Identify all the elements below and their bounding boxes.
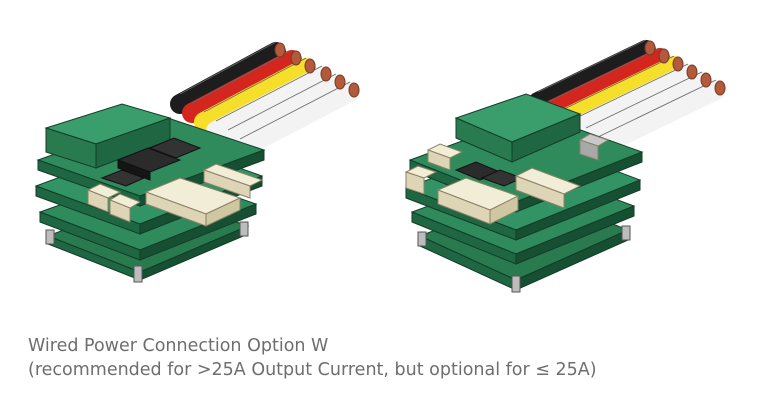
caption: Wired Power Connection Option W (recomme… — [28, 334, 597, 382]
power-wires-left — [170, 41, 360, 159]
top-board-right — [454, 93, 582, 163]
pcb-stack-left-icon — [34, 41, 360, 283]
board-assembly-left-image — [0, 0, 384, 310]
standoffs-left — [45, 221, 249, 283]
connectors-right — [404, 133, 610, 225]
caption-title: Wired Power Connection Option W — [28, 336, 329, 356]
caption-subtitle: (recommended for >25A Output Current, bu… — [28, 360, 597, 380]
ic-chips-left — [100, 137, 202, 187]
pcb-stack-right-icon — [404, 39, 726, 293]
power-wires-right — [528, 39, 726, 157]
connectors-left — [86, 163, 264, 227]
top-board-left — [44, 103, 172, 169]
board-assembly-right-image — [384, 0, 768, 310]
standoffs-right — [417, 225, 631, 293]
